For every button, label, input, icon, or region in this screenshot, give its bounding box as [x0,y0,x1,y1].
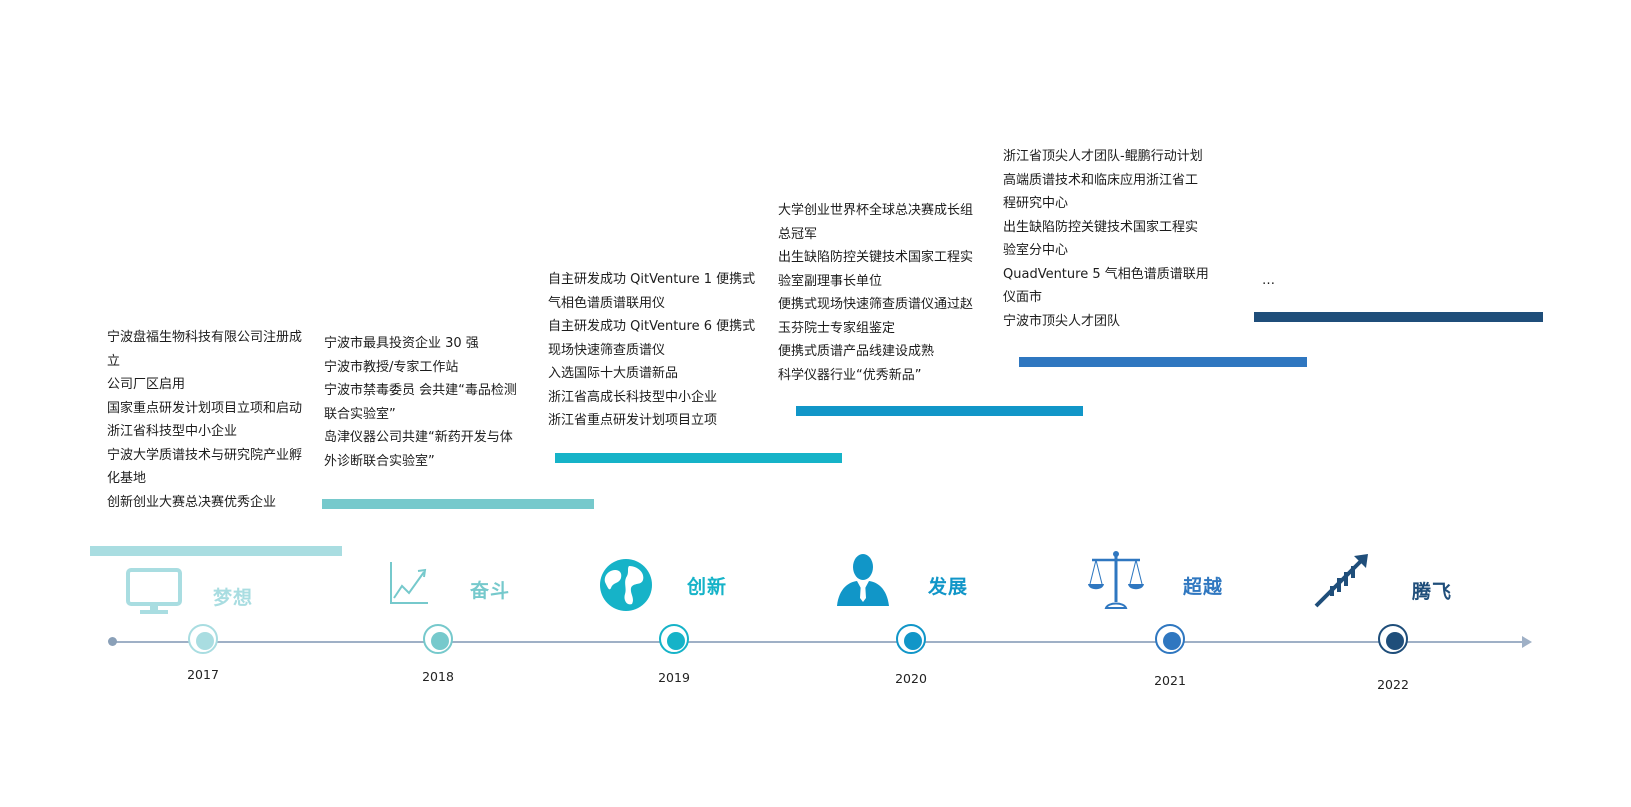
year-node-2019 [659,624,689,654]
list-item: 便携式现场快速筛查质谱仪通过赵 [778,297,974,312]
stage-bar-2022 [1254,312,1543,322]
stage-2020-list: 大学创业世界杯全球总决赛成长组 总冠军 出生缺陷防控关键技术国家工程实 验室副理… [778,199,973,387]
year-node-2021 [1155,624,1185,654]
list-item: 宁波盘福生物科技有限公司注册成 [107,330,303,345]
stage-2021-list: 浙江省顶尖人才团队-鲲鹏行动计划 高端质谱技术和临床应用浙江省工 程研究中心 出… [1003,145,1209,333]
axis-start-dot [108,637,117,646]
list-item: 科学仪器行业“优秀新品” [778,367,922,383]
year-node-2020 [896,624,926,654]
list-item: 浙江省重点研发计划项目立项 [548,413,718,428]
scales-icon [1088,550,1144,616]
list-item: 出生缺陷防控关键技术国家工程实 [1003,219,1199,235]
year-node-2022 [1378,624,1408,654]
stage-2018-list: 宁波市最具投资企业 30 强 宁波市教授/专家工作站 宁波市禁毒委员 会共建“毒… [324,332,517,473]
list-item: QuadVenture 5 气相色谱质谱联用 [1003,266,1209,282]
theme-label-2017: 梦想 [213,587,254,609]
stage-bar-2020 [796,406,1083,416]
list-item: 便携式质谱产品线建设成熟 [778,344,935,359]
list-item: 宁波市教授/专家工作站 [324,359,459,375]
list-item: 公司厂区启用 [107,377,186,392]
list-item: 验室分中心 [1003,243,1069,258]
growth-chart-icon [388,560,430,610]
businessman-icon [835,552,891,612]
stage-bar-2021 [1019,357,1307,367]
list-item: 高端质谱技术和临床应用浙江省工 [1003,172,1199,188]
year-node-2017 [188,624,218,654]
stage-bar-2017 [90,546,342,556]
list-item: 出生缺陷防控关键技术国家工程实 [778,250,974,265]
list-item: 联合实验室” [324,406,396,422]
rising-arrow-icon [1312,552,1370,614]
year-label-2022: 2022 [1377,677,1409,692]
stage-2017-list: 宁波盘福生物科技有限公司注册成 立 公司厂区启用 国家重点研发计划项目立项和启动… [107,326,302,514]
list-item: 浙江省顶尖人才团队-鲲鹏行动计划 [1003,149,1203,164]
stage-bar-2019 [555,453,842,463]
list-item: 浙江省高成长科技型中小企业 [548,389,718,405]
year-node-2018 [423,624,453,654]
year-label-2020: 2020 [895,671,927,686]
list-item: 岛津仪器公司共建“新药开发与体 [324,430,513,445]
stage-bar-2018 [322,499,594,509]
theme-label-2018: 奋斗 [470,580,511,602]
list-item: 仪面市 [1003,290,1043,305]
year-label-2018: 2018 [422,669,454,684]
axis-arrow-icon [1522,636,1532,648]
list-item: 宁波大学质谱技术与研究院产业孵 [107,447,303,463]
list-item: 气相色谱质谱联用仪 [548,295,666,311]
theme-label-2021: 超越 [1183,576,1224,598]
timeline-axis [112,641,1524,643]
list-item: 程研究中心 [1003,196,1069,211]
monitor-icon [126,568,182,620]
list-item: 入选国际十大质谱新品 [548,366,679,381]
list-item: 外诊断联合实验室” [324,453,435,469]
stage-2022-list: … [1262,269,1275,293]
list-item: 总冠军 [778,226,818,242]
list-item: 自主研发成功 QitVenture 6 便携式 [548,319,756,334]
list-item: 验室副理事长单位 [778,273,883,289]
list-item: 创新创业大赛总决赛优秀企业 [107,494,277,510]
list-item: 自主研发成功 QitVenture 1 便携式 [548,272,756,287]
list-item: 玉芬院士专家组鉴定 [778,320,896,336]
list-item: 宁波市最具投资企业 30 强 [324,336,479,351]
theme-label-2022: 腾飞 [1412,581,1453,603]
theme-label-2019: 创新 [687,576,728,598]
list-item: 国家重点研发计划项目立项和启动 [107,400,303,416]
stage-2019-list: 自主研发成功 QitVenture 1 便携式 气相色谱质谱联用仪 自主研发成功… [548,268,755,433]
list-item: … [1262,273,1275,288]
year-label-2017: 2017 [187,667,219,682]
list-item: 宁波市禁毒委员 会共建“毒品检测 [324,383,517,398]
list-item: 宁波市顶尖人才团队 [1003,313,1121,329]
list-item: 化基地 [107,471,147,486]
list-item: 立 [107,353,121,369]
year-label-2021: 2021 [1154,673,1186,688]
list-item: 浙江省科技型中小企业 [107,424,238,439]
list-item: 现场快速筛查质谱仪 [548,342,666,358]
list-item: 大学创业世界杯全球总决赛成长组 [778,203,974,218]
year-label-2019: 2019 [658,670,690,685]
theme-label-2020: 发展 [928,576,969,598]
globe-icon [599,558,653,616]
